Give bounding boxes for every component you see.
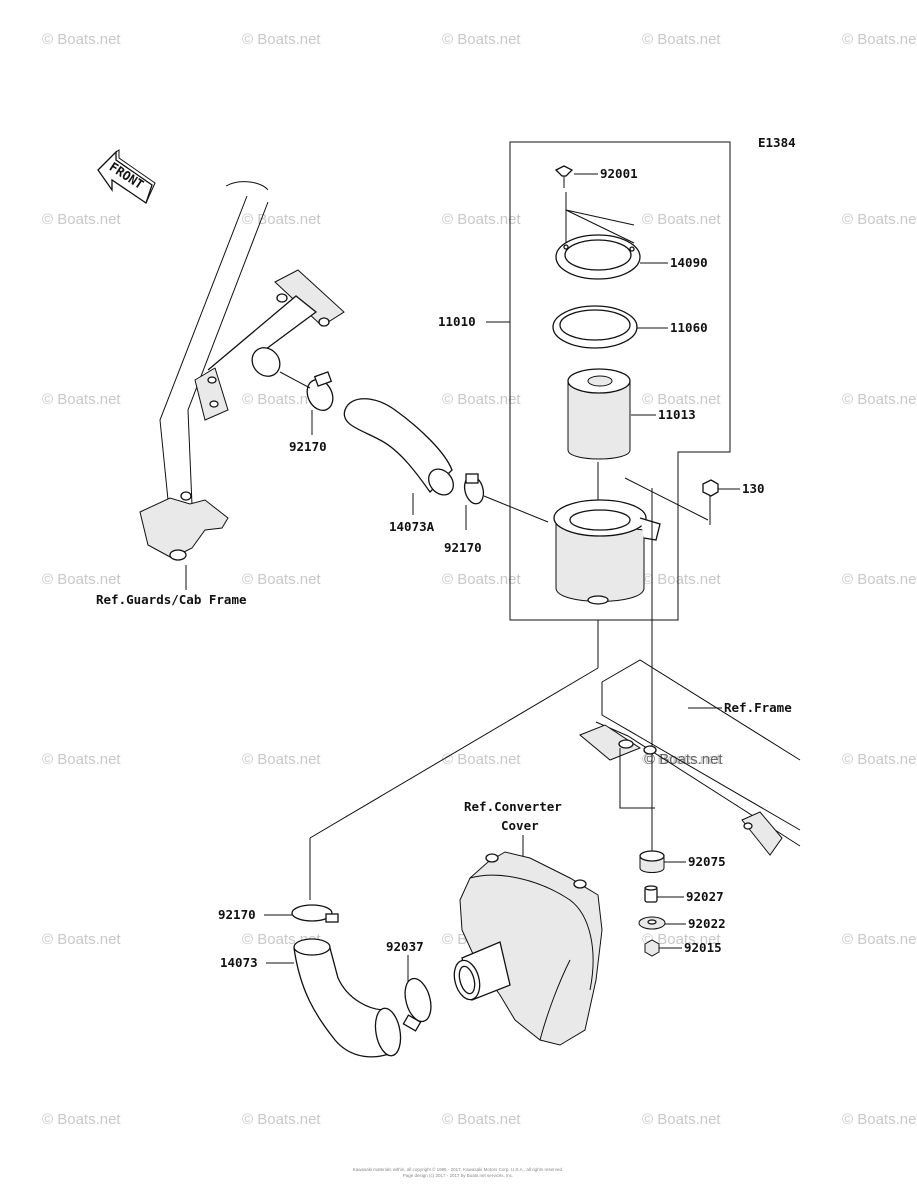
watermark-text: © Boats.net: [642, 1111, 721, 1128]
watermark-text: © Boats.net: [242, 571, 321, 588]
part-label-92001: 92001: [600, 166, 638, 181]
clamp-92170-middle: [463, 473, 485, 505]
watermark-text: © Boats.net: [42, 571, 121, 588]
clamp-92037: [402, 977, 432, 1032]
watermark-text: © Boats.net: [842, 931, 917, 948]
nut-92015: [644, 939, 660, 957]
watermark-text: © Boats.net: [842, 211, 917, 228]
watermark-text: © Boats.net: [642, 571, 721, 588]
part-label-14073a: 14073A: [389, 519, 435, 534]
watermark-text: © Boats.net: [642, 931, 721, 948]
air-cleaner-housing: [553, 499, 661, 605]
watermark-text: © Boats.net: [42, 211, 121, 228]
hose-14073: [293, 938, 402, 1058]
bolt-130: [702, 479, 719, 525]
clamp-92170-bottom: [291, 904, 339, 923]
watermark-text: © Boats.net: [842, 1111, 917, 1128]
watermark-text: © Boats.net: [642, 391, 721, 408]
watermark-text: © Boats.net: [442, 391, 521, 408]
gasket-11060: [552, 305, 638, 349]
watermark-text: © Boats.net: [42, 931, 121, 948]
watermark-text: © Boats.net: [42, 751, 121, 768]
converter-cover-illustration: [453, 851, 603, 1046]
footer-copyright-line2: Page design (c) 2017 - 2017 by Boats.net…: [403, 1173, 514, 1178]
watermark-layer: © Boats.net © Boats.net © Boats.net © Boats…: [42, 31, 917, 1128]
hose-14073a: [343, 398, 454, 496]
part-label-11060: 11060: [670, 320, 708, 335]
watermark-text: © Boats.net: [642, 211, 721, 228]
part-label-14090: 14090: [670, 255, 708, 270]
watermark-text: © Boats.net: [42, 391, 121, 408]
wing-bolt-92001: [554, 165, 574, 188]
cab-frame-illustration: [139, 181, 345, 561]
watermark-text: © Boats.net: [442, 211, 521, 228]
part-label-14073: 14073: [220, 955, 258, 970]
front-direction-arrow-icon: FRONT: [97, 149, 156, 205]
watermark-text-dark: © Boats.net: [644, 751, 723, 768]
washer-92022: [638, 916, 666, 930]
watermark-text: © Boats.net: [42, 31, 121, 48]
part-label-92015: 92015: [684, 940, 722, 955]
collar-92027: [644, 885, 658, 903]
part-label-11010: 11010: [438, 314, 476, 329]
ref-converter-cover-label-line2: Cover: [501, 818, 539, 833]
ref-converter-cover-label-line1: Ref.Converter: [464, 799, 562, 814]
grommet-92075: [639, 850, 665, 873]
watermark-text: © Boats.net: [442, 31, 521, 48]
watermark-text: © Boats.net: [242, 31, 321, 48]
part-label-92075: 92075: [688, 854, 726, 869]
ref-guards-cab-frame-label: Ref.Guards/Cab Frame: [96, 592, 247, 607]
part-label-92170-c: 92170: [218, 907, 256, 922]
watermark-text: © Boats.net: [842, 571, 917, 588]
watermark-text: © Boats.net: [442, 1111, 521, 1128]
part-label-92022: 92022: [688, 916, 726, 931]
part-label-92037: 92037: [386, 939, 424, 954]
air-cleaner-assembly-bracket: [509, 141, 731, 621]
part-label-92170-b: 92170: [444, 540, 482, 555]
watermark-text: © Boats.net: [242, 211, 321, 228]
clamp-92170-top: [306, 371, 334, 412]
cover-14090: [555, 234, 641, 280]
footer-copyright-line1: Kawasaki materials within, all copyright…: [353, 1166, 563, 1172]
watermark-text: © Boats.net: [442, 571, 521, 588]
filter-element-11013: [567, 368, 631, 460]
part-label-92027: 92027: [686, 889, 724, 904]
watermark-text: © Boats.net: [842, 391, 917, 408]
watermark-text: © Boats.net: [642, 751, 721, 768]
watermark-text: © Boats.net: [242, 751, 321, 768]
watermark-text: © Boats.net: [42, 1111, 121, 1128]
part-label-130: 130: [742, 481, 765, 496]
ref-frame-label: Ref.Frame: [724, 700, 792, 715]
watermark-text: © Boats.net: [642, 31, 721, 48]
watermark-text: © Boats.net: [442, 751, 521, 768]
part-label-11013: 11013: [658, 407, 696, 422]
part-label-92170-a: 92170: [289, 439, 327, 454]
watermark-text: © Boats.net: [842, 31, 917, 48]
watermark-text: © Boats.net: [242, 391, 321, 408]
diagram-code: E1384: [758, 135, 796, 150]
main-frame-illustration: [579, 659, 801, 856]
watermark-text: © Boats.net: [842, 751, 917, 768]
watermark-text: © Boats.net: [242, 1111, 321, 1128]
